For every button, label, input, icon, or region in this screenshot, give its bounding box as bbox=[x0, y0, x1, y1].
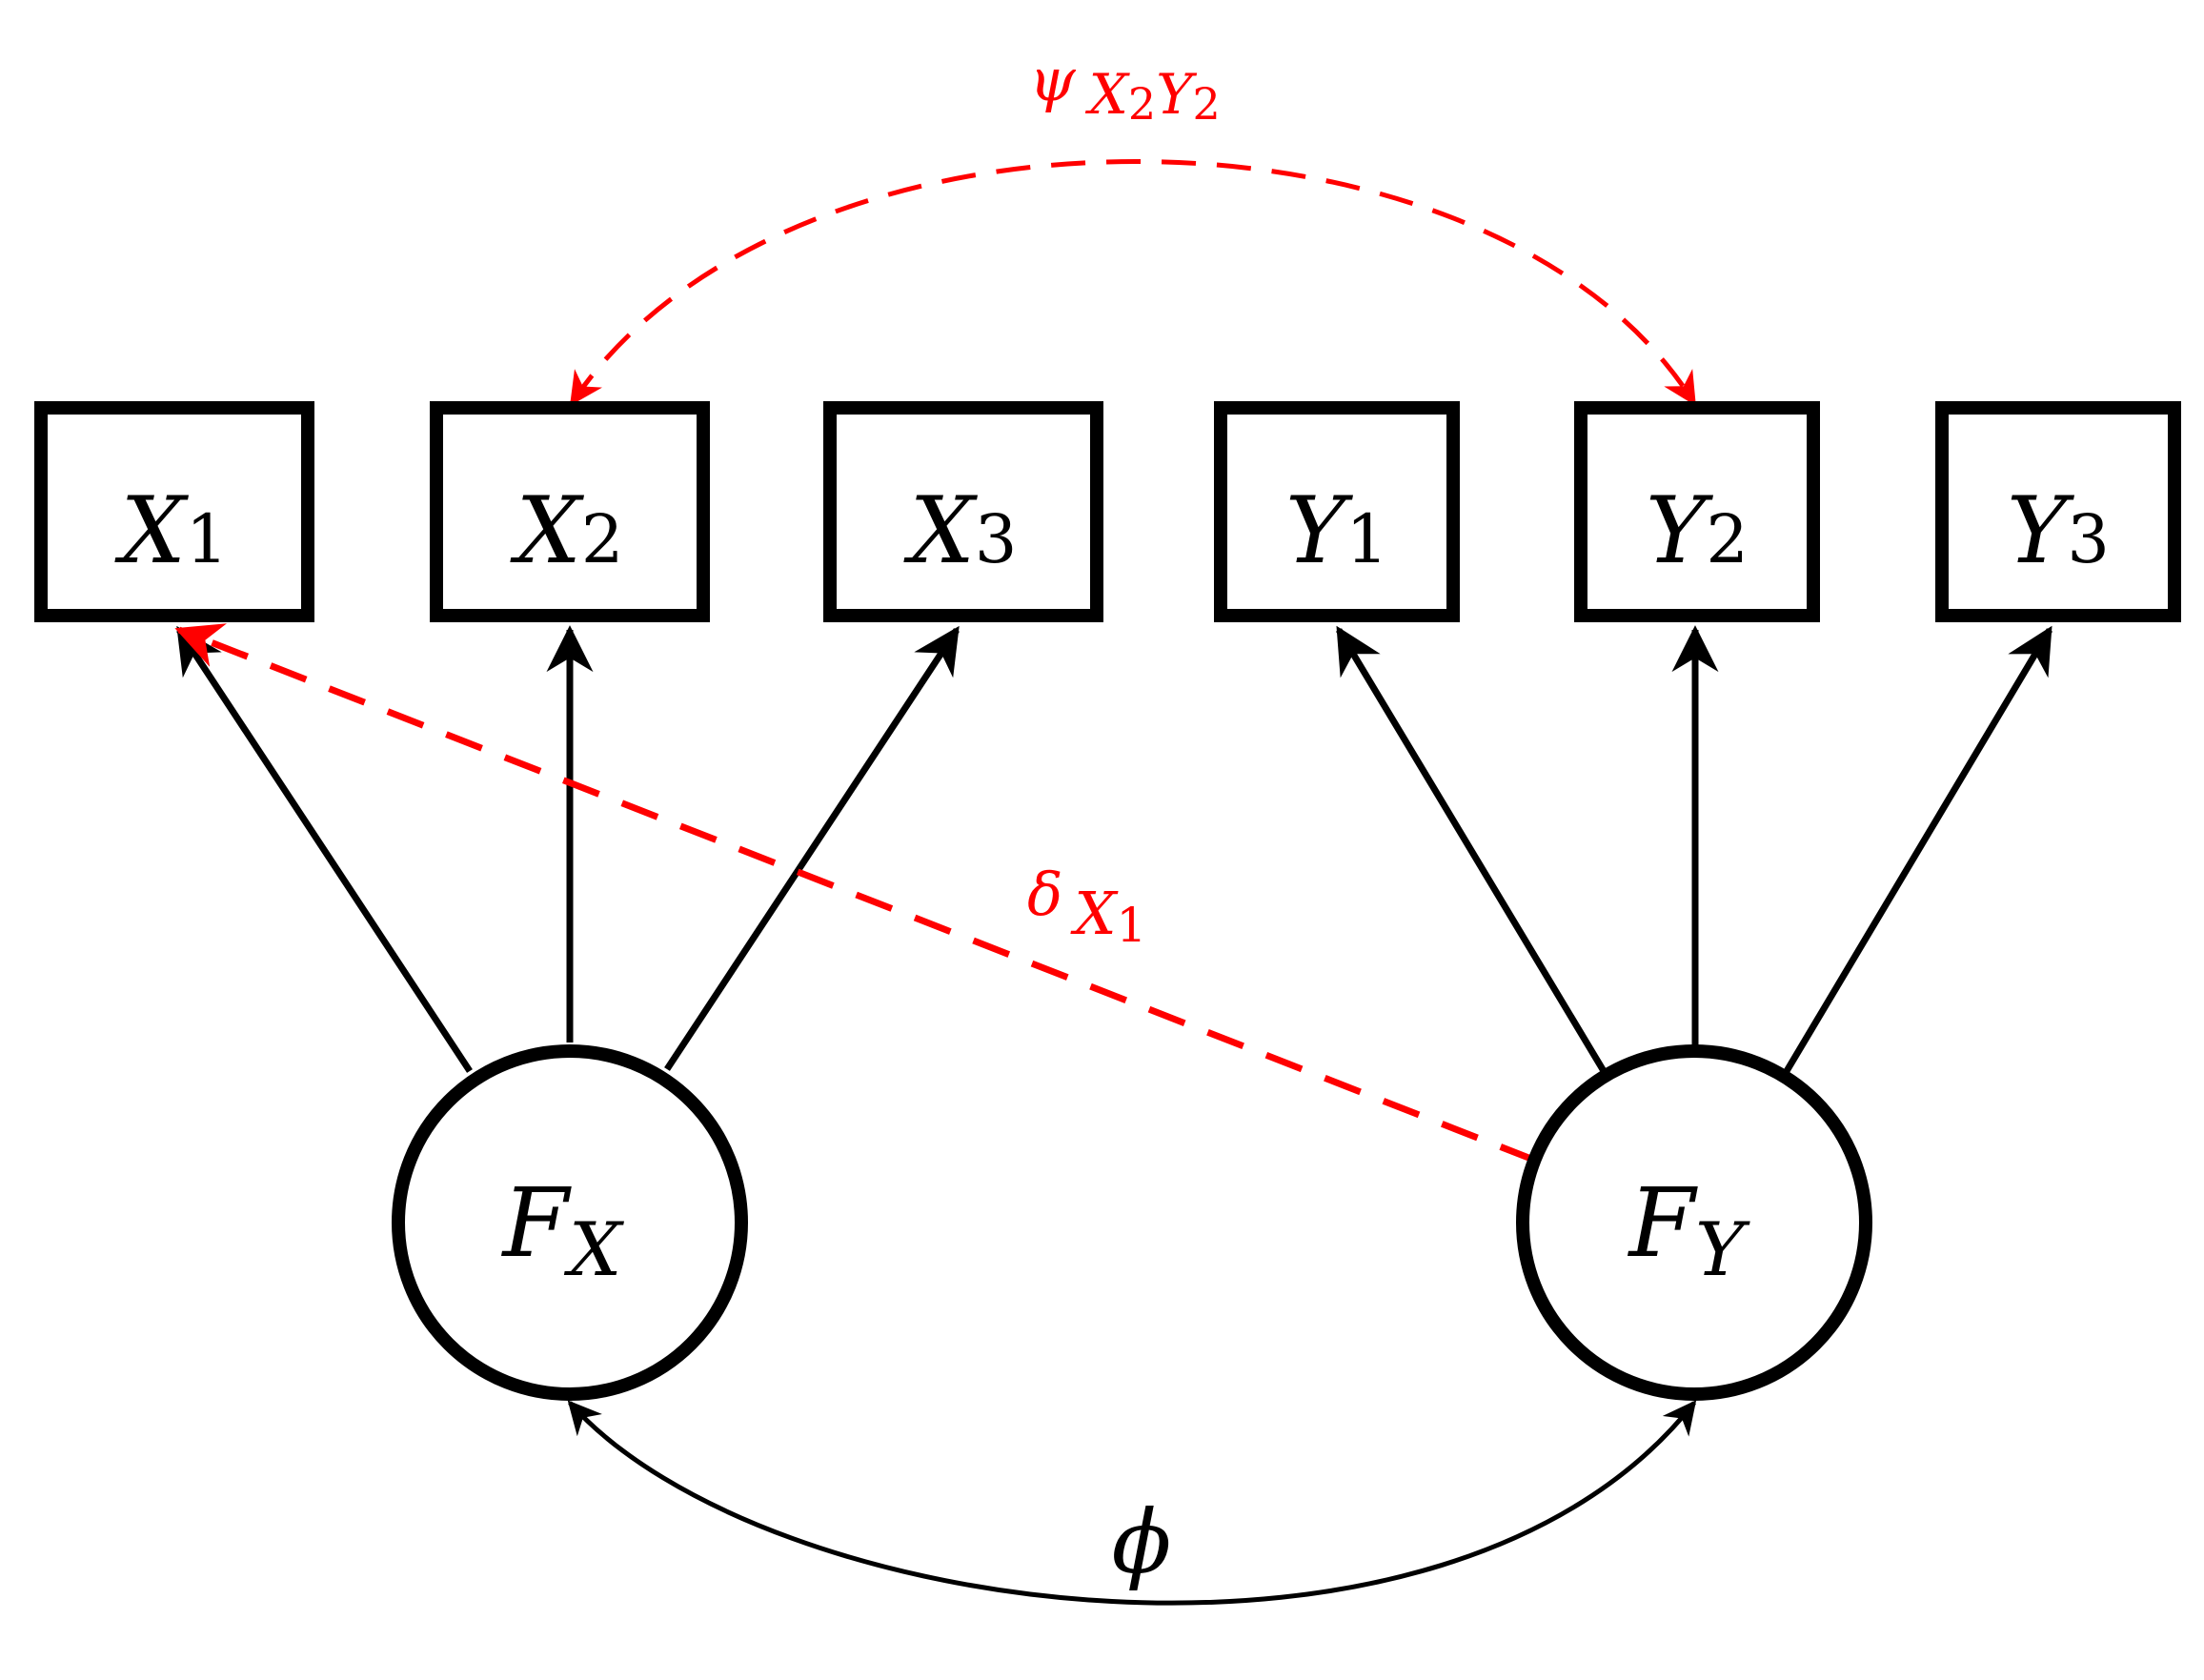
box-x2: X2 bbox=[430, 401, 710, 622]
loading-fy-y3 bbox=[1783, 625, 2053, 1073]
circle-fx: FX bbox=[392, 1044, 748, 1401]
box-x1: X1 bbox=[34, 401, 314, 622]
loading-fx-x3 bbox=[664, 625, 960, 1071]
x3-label: X3 bbox=[903, 477, 1018, 584]
circle-fy: FY bbox=[1516, 1044, 1872, 1401]
fx-label: FX bbox=[501, 1167, 625, 1293]
x1-label: X1 bbox=[114, 477, 229, 584]
y2-label: Y2 bbox=[1646, 477, 1749, 584]
box-x3: X3 bbox=[823, 401, 1103, 622]
loading-fy-y1 bbox=[1335, 625, 1608, 1073]
y3-label: Y3 bbox=[2007, 477, 2110, 584]
loading-fx-x1 bbox=[176, 625, 473, 1073]
fy-label: FY bbox=[1628, 1167, 1750, 1293]
box-y2: Y2 bbox=[1574, 401, 1820, 622]
x2-label: X2 bbox=[510, 477, 624, 584]
error-covariance-arc bbox=[569, 159, 1697, 406]
factor-covariance-arc bbox=[567, 1400, 1697, 1606]
cross-loading-line bbox=[174, 623, 1538, 1164]
box-y3: Y3 bbox=[1935, 401, 2181, 622]
y1-label: Y1 bbox=[1285, 477, 1388, 584]
box-y1: Y1 bbox=[1214, 401, 1460, 622]
phi-label: ϕ bbox=[1112, 1491, 1172, 1593]
